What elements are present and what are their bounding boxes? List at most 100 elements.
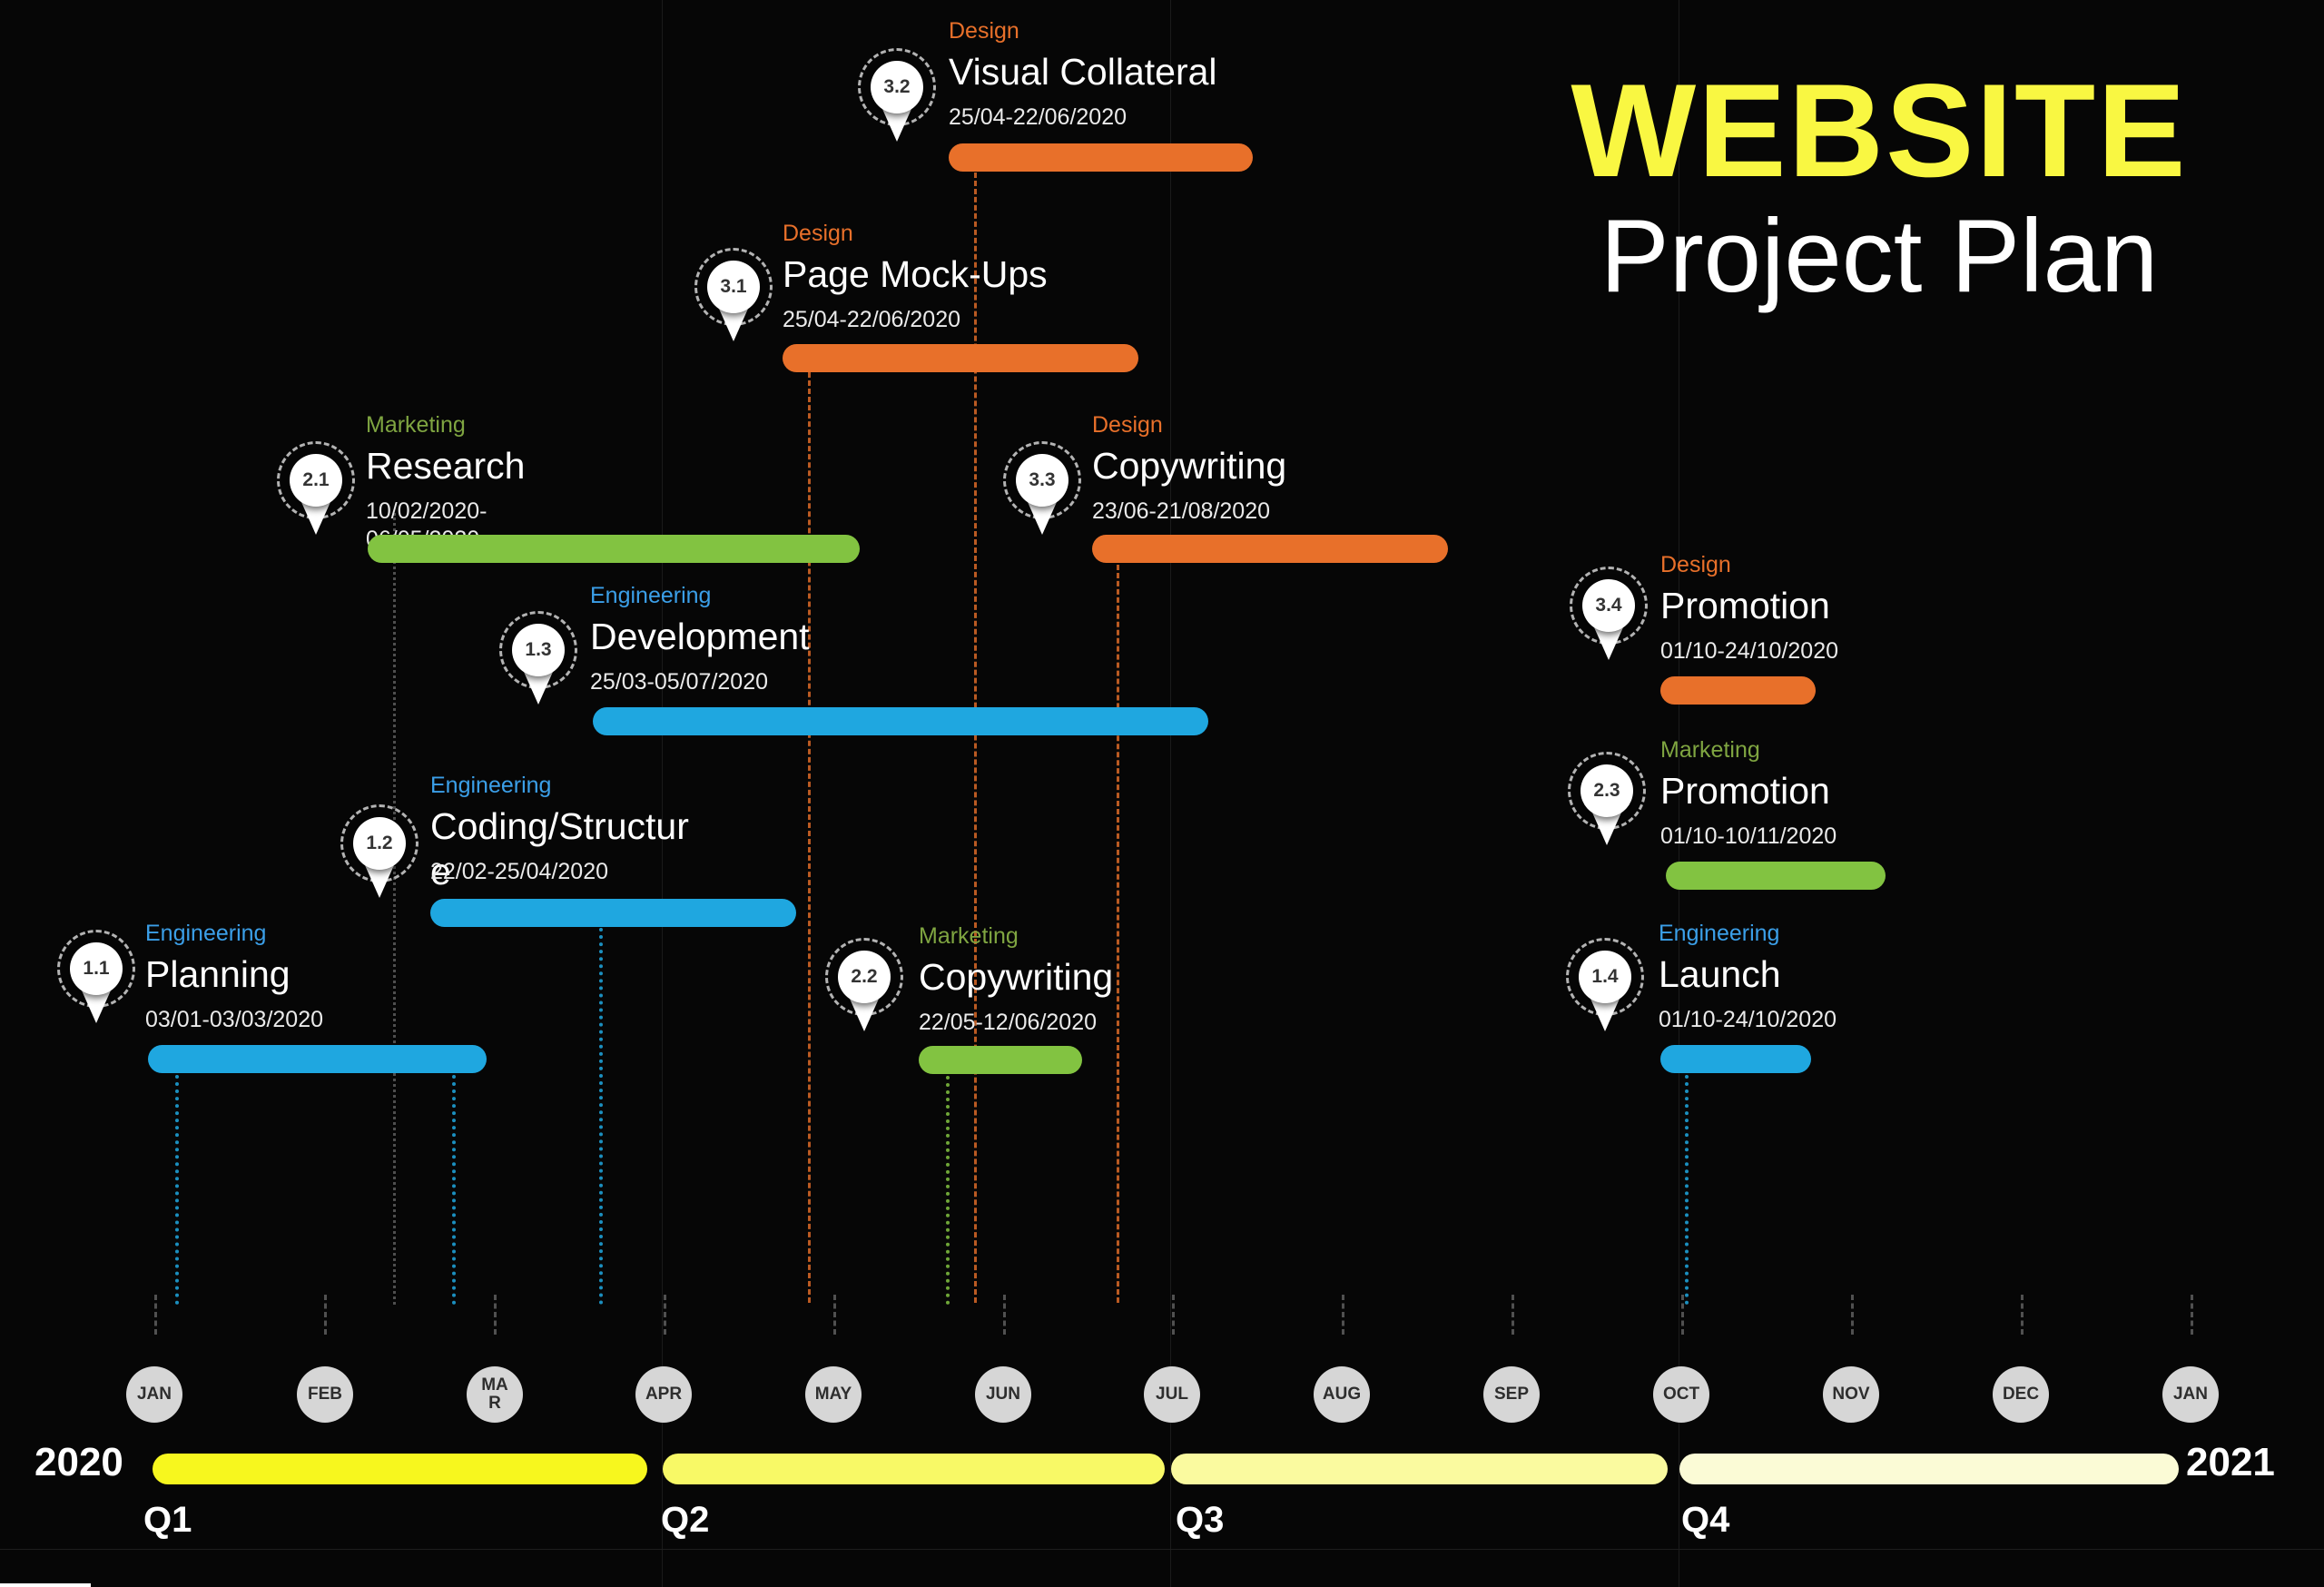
task-name: Page Mock-Ups	[783, 253, 1048, 295]
task-name: Promotion	[1660, 770, 1830, 812]
task-dates: 23/06-21/08/2020	[1092, 498, 1271, 524]
month-text: APR	[645, 1385, 683, 1404]
task-bar-copywriting-mkt	[919, 1046, 1082, 1074]
timeline-tick	[1172, 1295, 1175, 1335]
month-label-jan-2020: JAN	[126, 1366, 182, 1423]
task-name: Launch	[1659, 953, 1781, 995]
task-name: Coding/Structure	[430, 805, 689, 892]
pin-number: 1.3	[525, 639, 552, 660]
pin-tail	[301, 502, 330, 535]
quarter-bar-q3	[1171, 1454, 1668, 1484]
pin-head: 3.3	[1016, 454, 1068, 507]
pin-head: 2.1	[290, 454, 342, 507]
month-text: AUG	[1322, 1385, 1362, 1404]
task-bar-promotion-mkt	[1666, 862, 1886, 890]
task-dates: 03/01-03/03/2020	[145, 1007, 324, 1032]
quarter-label-q4: Q4	[1681, 1500, 1730, 1540]
task-bar-visual-collateral	[949, 143, 1253, 172]
pin-number: 3.4	[1595, 595, 1622, 616]
pin-tail	[1592, 813, 1621, 845]
task-bar-launch	[1660, 1045, 1811, 1073]
month-label-feb: FEB	[297, 1366, 353, 1423]
quarter-bar-q2	[663, 1454, 1165, 1484]
task-dates: 25/03-05/07/2020	[590, 669, 769, 695]
month-label-aug: AUG	[1314, 1366, 1370, 1423]
pin-tail	[719, 309, 748, 341]
pin-tail	[882, 109, 911, 142]
month-text: DEC	[2002, 1385, 2040, 1404]
pin-tail	[524, 672, 553, 705]
task-dates: 22/02-25/04/2020	[430, 859, 609, 884]
task-bar-page-mockups	[783, 344, 1138, 372]
month-text: OCT	[1662, 1385, 1700, 1404]
timeline-tick	[1851, 1295, 1854, 1335]
task-team-label: Engineering	[590, 583, 712, 608]
quarter-label-q2: Q2	[661, 1500, 710, 1540]
quarter-label-q1: Q1	[143, 1500, 192, 1540]
leader-line-blue	[1685, 1075, 1689, 1305]
month-label-apr: APR	[635, 1366, 692, 1423]
task-dates: 01/10-24/10/2020	[1660, 638, 1839, 664]
year-label-start: 2020	[34, 1440, 123, 1484]
leader-line-blue	[175, 1075, 179, 1305]
pin-tail	[850, 999, 879, 1031]
task-name: Research	[366, 445, 526, 487]
quarter-gridline	[1170, 0, 1171, 1587]
pin-number: 2.1	[302, 469, 330, 490]
task-team-label: Engineering	[430, 773, 552, 798]
task-team-label: Design	[1660, 552, 1731, 577]
task-bar-research	[368, 535, 860, 563]
month-label-mar: MAR	[467, 1366, 523, 1423]
task-bar-promotion-design	[1660, 676, 1816, 705]
task-dates: 01/10-24/10/2020	[1659, 1007, 1837, 1032]
timeline-tick	[1003, 1295, 1006, 1335]
pin-tail	[1590, 999, 1620, 1031]
leader-line-blue	[452, 1075, 456, 1305]
task-team-label: Marketing	[366, 412, 466, 438]
pin-number: 1.2	[366, 833, 393, 853]
pin-head: 3.4	[1582, 579, 1635, 632]
task-dates: 25/04-22/06/2020	[783, 307, 961, 332]
timeline-tick	[324, 1295, 327, 1335]
task-name: Planning	[145, 953, 290, 995]
pin-tail	[82, 991, 111, 1023]
task-bar-planning	[148, 1045, 487, 1073]
timeline-tick	[154, 1295, 157, 1335]
timeline-tick	[2191, 1295, 2193, 1335]
pin-head: 1.4	[1579, 951, 1631, 1003]
pin-number: 2.2	[851, 966, 878, 987]
month-text: JUL	[1156, 1385, 1188, 1404]
pin-head: 1.1	[70, 942, 123, 995]
pin-number: 3.2	[883, 76, 911, 97]
task-team-label: Design	[1092, 412, 1163, 438]
title-block: WEBSITE Project Plan	[1489, 63, 2270, 315]
timeline-tick	[1681, 1295, 1684, 1335]
pin-number: 1.4	[1591, 966, 1619, 987]
timeline-tick	[2021, 1295, 2024, 1335]
pin-number: 3.3	[1029, 469, 1056, 490]
month-label-sep: SEP	[1483, 1366, 1540, 1423]
leader-line-orange	[1117, 565, 1119, 1303]
task-dates: 25/04-22/06/2020	[949, 104, 1128, 130]
leader-line-orange	[808, 372, 811, 1303]
month-text: JAN	[136, 1385, 172, 1404]
timeline-tick	[664, 1295, 666, 1335]
task-team-label: Marketing	[1660, 737, 1760, 763]
month-label-jun: JUN	[975, 1366, 1031, 1423]
month-label-dec: DEC	[1993, 1366, 2049, 1423]
pin-head: 3.2	[871, 61, 923, 113]
month-label-jul: JUL	[1144, 1366, 1200, 1423]
task-name: Copywriting	[919, 956, 1114, 998]
month-text: JAN	[2172, 1385, 2208, 1404]
task-team-label: Engineering	[1659, 921, 1780, 946]
month-label-jan-2021: JAN	[2162, 1366, 2219, 1423]
subtitle: Project Plan	[1600, 198, 2159, 314]
month-text: SEP	[1493, 1385, 1530, 1404]
pin-number: 2.3	[1593, 780, 1620, 801]
quarter-label-q3: Q3	[1176, 1500, 1225, 1540]
pin-tail	[365, 865, 394, 898]
pin-head: 1.2	[353, 817, 406, 870]
month-text: JUN	[985, 1385, 1020, 1404]
task-name: Copywriting	[1092, 445, 1287, 487]
